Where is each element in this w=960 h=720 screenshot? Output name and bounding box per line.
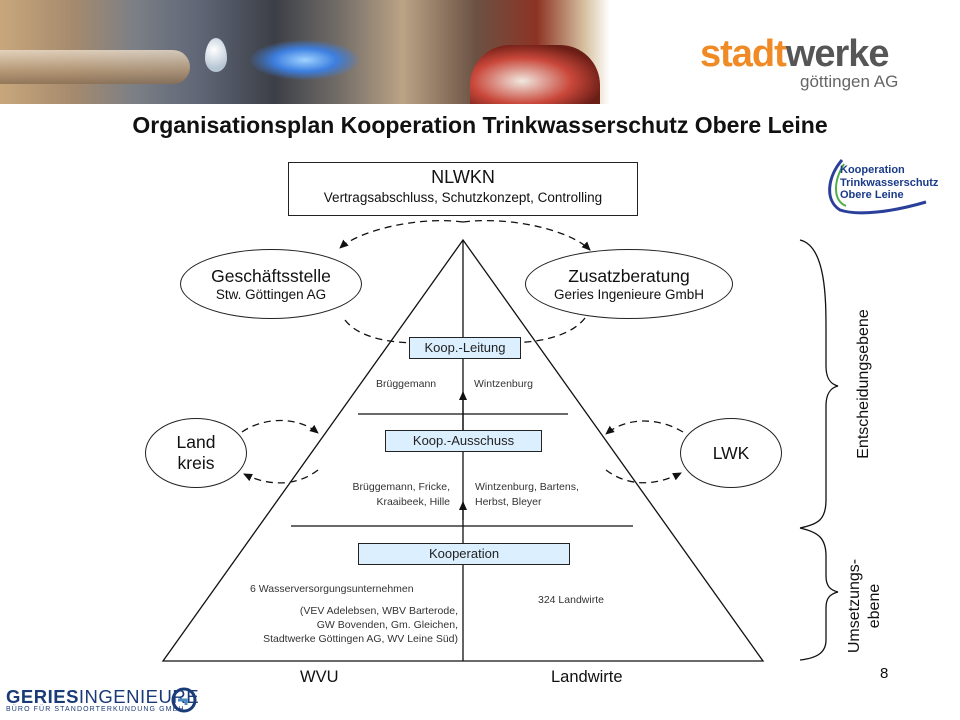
ausschuss-left-line-2: Kraaibeek, Hille — [376, 496, 450, 508]
car-image — [470, 45, 600, 104]
geries-logo: GERIESINGENIEURE BÜRO FÜR STANDORTERKUND… — [6, 686, 199, 713]
pipe-image — [0, 50, 190, 84]
wvu-count: 6 Wasserversorgungsunternehmen — [250, 583, 414, 595]
label-umsetzungsebene-line-1: Umsetzungs- — [846, 558, 863, 654]
nlwkn-name: NLWKN — [431, 167, 495, 187]
brand-name-b: werke — [785, 33, 890, 75]
kooperation-logo-swoosh — [828, 159, 927, 215]
page-number: 8 — [880, 665, 889, 682]
dashed-arrow-lwk-upper — [605, 420, 684, 435]
kooperation-logo: Kooperation Trinkwasserschutz Obere Lein… — [822, 156, 938, 216]
geries-name-b: INGENIEURE — [78, 686, 200, 707]
kooperation-logo-text: Kooperation Trinkwasserschutz Obere Lein… — [840, 164, 938, 202]
wvu-list-line-1: (VEV Adelebsen, WBV Barterode, — [299, 605, 458, 617]
lwk-name: LWK — [712, 442, 750, 463]
logo-line-1: Kooperation — [840, 164, 905, 176]
dashed-arrow-lwk-lower — [605, 469, 682, 484]
label-entscheidungsebene: Entscheidungsebene — [855, 309, 872, 459]
leitung-left-name: Brüggemann — [376, 378, 437, 390]
lwk-node: LWK — [680, 418, 782, 488]
nlwkn-box: NLWKN Vertragsabschluss, Schutzkonzept, … — [288, 162, 638, 216]
geries-name-a: GERIES — [6, 686, 79, 707]
brand-name-a: stadt — [700, 33, 787, 75]
geschaeftsstelle-sub: Stw. Göttingen AG — [215, 286, 327, 302]
landwirte-count: 324 Landwirte — [538, 594, 604, 606]
geries-emblem-icon — [171, 687, 197, 713]
logo-line-2: Trinkwasserschutz — [840, 176, 939, 189]
geries-logo-name: GERIESINGENIEURE — [6, 686, 199, 708]
zusatzberatung-node: Zusatzberatung Geries Ingenieure GmbH — [525, 249, 733, 319]
stadtwerke-logo: stadtwerke göttingen AG — [700, 34, 910, 92]
landkreis-line-1: Land — [176, 432, 216, 452]
nlwkn-description: Vertragsabschluss, Schutzkonzept, Contro… — [323, 190, 603, 205]
brand-subtitle: göttingen AG — [800, 72, 899, 91]
logo-line-3: Obere Leine — [840, 189, 904, 201]
zusatzberatung-name: Zusatzberatung — [568, 265, 690, 286]
wvu-list-line-2: GW Bovenden, Gm. Gleichen, — [316, 619, 458, 631]
base-label-landwirte: Landwirte — [551, 668, 623, 686]
brand-name: stadtwerke — [700, 34, 910, 74]
geschaeftsstelle-node: Geschäftsstelle Stw. Göttingen AG — [180, 249, 362, 319]
zusatzberatung-sub: Geries Ingenieure GmbH — [553, 286, 705, 302]
dashed-arrow-top-arc-right — [462, 219, 591, 251]
geschaeftsstelle-name: Geschäftsstelle — [211, 265, 331, 286]
koop-ausschuss-label: Koop.-Ausschuss — [385, 430, 542, 452]
label-umsetzungsebene-line-2: ebene — [866, 583, 883, 629]
dashed-arrow-landkreis-upper — [241, 419, 319, 434]
dashed-arrow-landkreis-lower — [243, 469, 319, 484]
bracket-umsetzungsebene — [799, 527, 839, 661]
ausschuss-right-line-2: Herbst, Bleyer — [475, 496, 542, 508]
ausschuss-left-line-1: Brüggemann, Fricke, — [352, 481, 450, 493]
leitung-right-name: Wintzenburg — [474, 378, 533, 390]
base-label-wvu: WVU — [300, 668, 339, 686]
wvu-list-line-3: Stadtwerke Göttingen AG, WV Leine Süd) — [263, 633, 458, 645]
kooperation-label: Kooperation — [358, 543, 570, 565]
water-drop-image — [205, 38, 227, 72]
bracket-entscheidungsebene — [799, 239, 839, 529]
landkreis-line-2: kreis — [177, 453, 215, 473]
koop-leitung-label: Koop.-Leitung — [409, 337, 521, 359]
geries-logo-sub: BÜRO FÜR STANDORTERKUNDUNG GMBH — [6, 706, 185, 713]
dashed-arrow-top-arc — [339, 219, 464, 249]
header-photo-banner — [0, 0, 610, 104]
label-umsetzungsebene: Umsetzungs- ebene — [845, 551, 885, 661]
gas-flame-image — [250, 40, 360, 80]
dashed-arrow-gs-to-center — [344, 319, 433, 347]
landkreis-node: Land kreis — [145, 418, 247, 488]
page-title: Organisationsplan Kooperation Trinkwasse… — [132, 112, 828, 138]
ausschuss-right-line-1: Wintzenburg, Bartens, — [475, 481, 579, 493]
